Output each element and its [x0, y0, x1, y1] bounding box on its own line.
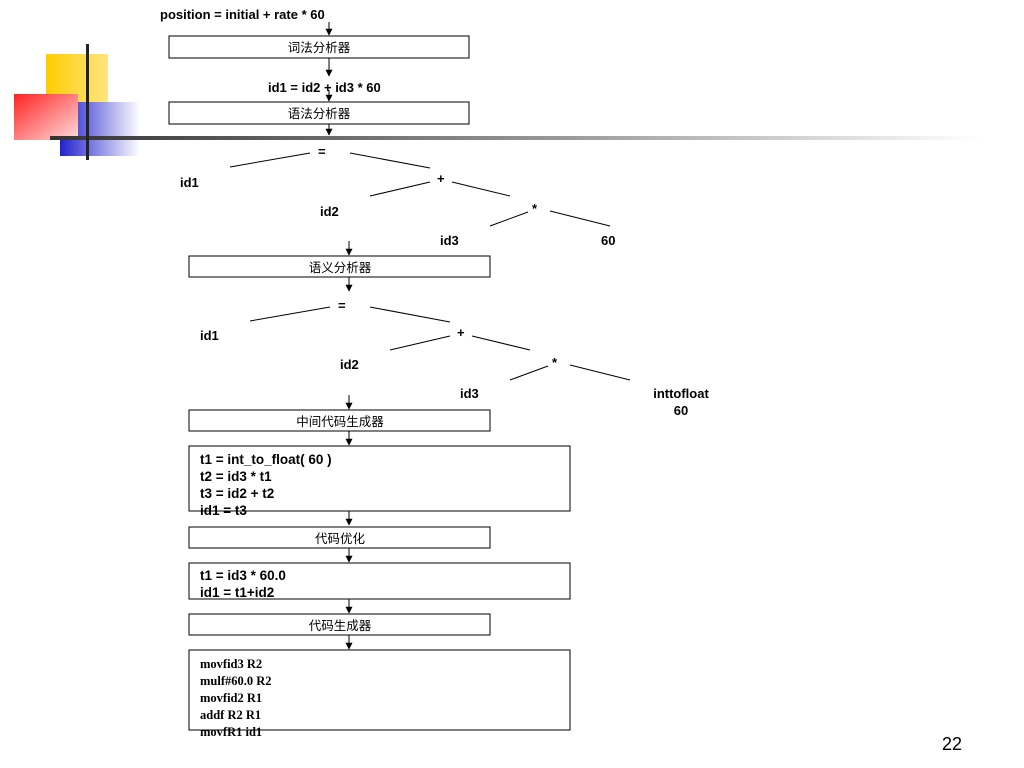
intermediate-code-generator-box [188, 409, 491, 432]
target-code-line: addf R2 R1 [200, 708, 261, 722]
semantic-tree-assign: = [338, 298, 346, 313]
intermediate-code-line: t1 = int_to_float( 60 ) [200, 452, 332, 467]
syntax-tree-id2: id2 [320, 204, 339, 219]
syntax-tree-id1: id1 [180, 175, 199, 190]
syntax-tree-plus: + [437, 171, 445, 186]
tree-edge [369, 306, 451, 323]
lexical-analyzer-label: 词法分析器 [288, 40, 351, 55]
code-generator-label: 代码生成器 [309, 618, 372, 633]
intermediate-code-line: t2 = id3 * t1 [200, 469, 272, 484]
token-stream: id1 = id2 + id3 * 60 [268, 80, 381, 95]
target-code-line: movfid2 R1 [200, 691, 262, 705]
deco-vertical-rule [86, 44, 89, 160]
tree-edge [489, 211, 529, 227]
intermediate-code-generator-label: 中间代码生成器 [296, 414, 384, 429]
syntax-analyzer-box [168, 101, 470, 125]
target-code-line: movfid3 R2 [200, 657, 262, 671]
syntax-tree-times: * [532, 201, 538, 216]
target-code-box [188, 649, 571, 731]
tree-edge [369, 181, 431, 197]
deco-red-square [14, 94, 78, 140]
corner-decoration [14, 44, 980, 160]
optimized-code-line: t1 = id3 * 60.0 [200, 568, 286, 583]
intermediate-code-line: id1 = t3 [200, 503, 247, 518]
deco-horizontal-rule [50, 136, 980, 140]
syntax-tree-assign: = [318, 144, 326, 159]
tree-edge [509, 365, 549, 381]
lexical-analyzer-box [168, 35, 470, 59]
tree-edge [471, 335, 531, 351]
semantic-tree-id2: id2 [340, 357, 359, 372]
syntax-tree-id3: id3 [440, 233, 459, 248]
source-statement: position = initial + rate * 60 [160, 7, 325, 22]
optimized-code-line: id1 = t1+id2 [200, 585, 274, 600]
semantic-tree-id1: id1 [200, 328, 219, 343]
semantic-tree-plus: + [457, 325, 465, 340]
semantic-tree-times: * [552, 355, 558, 370]
tree-edge [451, 181, 511, 197]
tree-edge [249, 306, 331, 322]
semantic-tree-inttofloat: inttofloat [653, 386, 709, 401]
target-code-line: mulf#60.0 R2 [200, 674, 272, 688]
target-code-line: movfR1 id1 [200, 725, 262, 739]
code-optimizer-label: 代码优化 [315, 531, 366, 546]
optimized-code-box [188, 562, 571, 600]
semantic-analyzer-box [188, 255, 491, 278]
tree-edge [389, 335, 451, 351]
semantic-tree: = id1 + id2 * id3 inttofloat 60 [200, 298, 709, 418]
code-generator-box [188, 613, 491, 636]
page-number: 22 [942, 734, 962, 754]
syntax-tree: = id1 + id2 * id3 60 [180, 144, 615, 248]
tree-edge [229, 152, 311, 168]
semantic-tree-60: 60 [674, 403, 688, 418]
semantic-analyzer-label: 语义分析器 [309, 260, 372, 275]
intermediate-code-line: t3 = id2 + t2 [200, 486, 274, 501]
semantic-tree-id3: id3 [460, 386, 479, 401]
intermediate-code-box [188, 445, 571, 512]
syntax-analyzer-label: 语法分析器 [288, 106, 351, 121]
code-optimizer-box [188, 526, 491, 549]
syntax-tree-60: 60 [601, 233, 615, 248]
tree-edge [549, 210, 611, 227]
tree-edge [349, 152, 431, 169]
tree-edge [569, 364, 631, 381]
